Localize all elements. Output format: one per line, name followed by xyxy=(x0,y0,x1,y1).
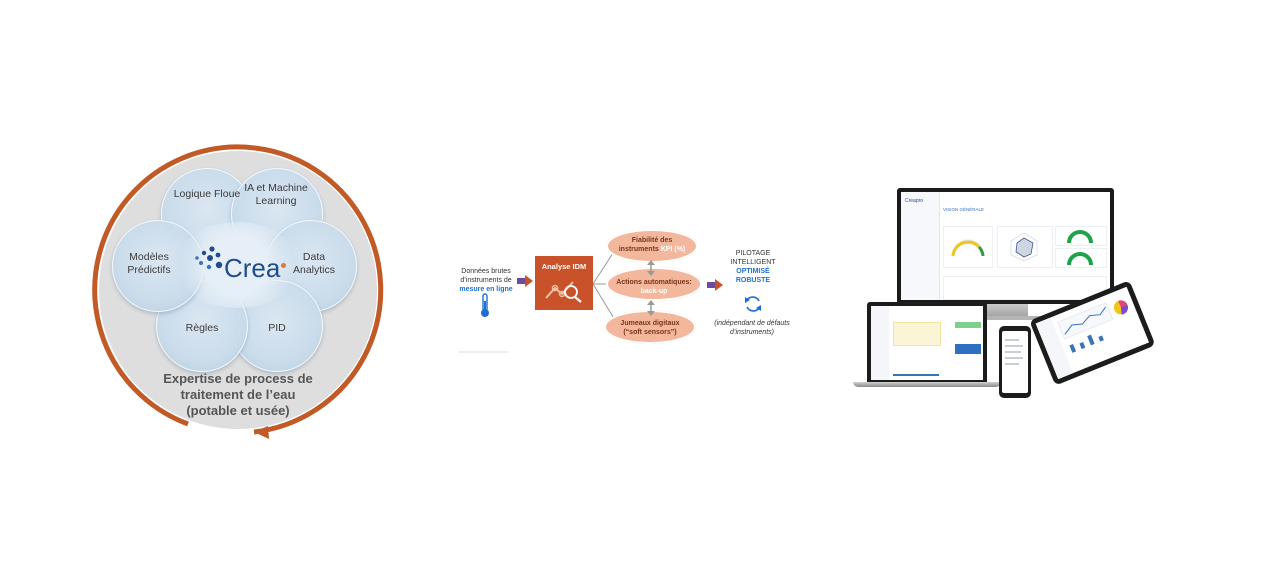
oval-jumeaux-text: Jumeaux digitaux (“soft sensors”) xyxy=(604,319,696,337)
note-line-1: (indépendant de défauts xyxy=(714,320,790,327)
note-line-2: d’instruments) xyxy=(730,329,774,336)
monitor-card xyxy=(997,226,1053,268)
monitor-screen: Creapro VISION GÉNÉRALE xyxy=(901,192,1110,300)
oval-actions-text: Actions automatiques: back-up xyxy=(608,278,700,296)
petal-label: Data Analytics xyxy=(292,251,335,276)
input-text: Données brutes d’instruments de mesure e… xyxy=(455,267,517,294)
analyse-idm-title: Analyse IDM xyxy=(541,262,587,271)
phone-line xyxy=(1005,345,1023,347)
oval3-line-2: (“soft sensors”) xyxy=(623,329,677,336)
analytics-chart-icon xyxy=(545,281,582,303)
oval2-line-1: Actions automatiques: xyxy=(616,279,692,286)
petal-label: Modèles Prédictifs xyxy=(127,251,171,276)
monitor-bottom-card xyxy=(943,276,1107,300)
input-line-3: mesure en ligne xyxy=(459,286,513,293)
gauge-chart xyxy=(951,239,985,257)
phone-line xyxy=(1005,339,1019,341)
laptop-line xyxy=(893,362,939,376)
petal-label: IA et Machine Learning xyxy=(244,182,308,207)
phone-screen xyxy=(1002,331,1028,393)
arrow-right-icon xyxy=(707,279,723,291)
ring-arc xyxy=(92,144,384,435)
monitor-card xyxy=(1055,226,1107,246)
crea-logo-dot xyxy=(281,263,286,268)
oval-actions xyxy=(606,267,702,301)
thermometer-icon xyxy=(481,293,489,317)
monitor-card xyxy=(1055,248,1107,268)
oval1-line-2b: KPI (%) xyxy=(660,246,686,253)
caption-line-3: (potable et usée) xyxy=(186,403,290,418)
phone-line xyxy=(1005,351,1021,353)
petal-center xyxy=(174,222,300,308)
crea-logo-text: Crea xyxy=(224,253,281,283)
refresh-cycle-icon xyxy=(745,296,761,312)
oval-fiabilite-text: Fiabilité des instruments KPI (%) xyxy=(606,236,698,254)
note-text: (indépendant de défauts d’instruments) xyxy=(712,319,792,337)
oval1-line-1: Fiabilité des xyxy=(631,237,673,244)
laptop-base xyxy=(853,382,1001,387)
laptop-green-bar xyxy=(955,322,981,328)
output-line-1: PILOTAGE xyxy=(735,250,771,257)
petal-label: PID xyxy=(268,322,286,334)
monitor-title: VISION GÉNÉRALE xyxy=(943,207,985,212)
ring-arrowhead xyxy=(254,426,269,439)
monitor-stand xyxy=(982,304,1028,318)
oval1-line-2a: instruments xyxy=(618,246,661,253)
faint-line xyxy=(458,351,508,353)
crea-expertise-diagram: Logique Floue IA et Machine Learning Dat… xyxy=(88,140,388,440)
petal-label: Règles xyxy=(185,322,219,334)
arrow-right-icon xyxy=(517,275,533,287)
output-text: PILOTAGE INTELLIGENT OPTIMISÉ ROBUSTE xyxy=(722,249,784,285)
input-line-2: d’instruments de xyxy=(460,277,512,284)
crea-logo-dots-icon xyxy=(195,246,223,270)
monitor-base xyxy=(966,316,1044,320)
phone-line xyxy=(1005,357,1023,359)
caption-line-1: Expertise de process de xyxy=(163,371,313,386)
output-line-2: INTELLIGENT xyxy=(730,259,776,266)
gauge-green-1 xyxy=(1067,230,1093,244)
phone-line xyxy=(1005,363,1019,365)
double-arrows xyxy=(647,260,655,316)
radar-chart xyxy=(1010,232,1038,262)
laptop-screen xyxy=(871,306,983,380)
oval-jumeaux xyxy=(604,310,696,344)
input-line-1: Données brutes xyxy=(461,268,511,275)
output-line-3: OPTIMISÉ xyxy=(736,268,770,275)
output-line-4: ROBUSTE xyxy=(735,277,771,284)
caption-line-2: traitement de l’eau xyxy=(180,387,296,402)
tablet xyxy=(1031,282,1154,384)
laptop-sidebar xyxy=(871,306,889,380)
petal-label: Logique Floue xyxy=(173,188,241,200)
monitor-card xyxy=(943,226,993,268)
oval-fiabilite xyxy=(606,229,698,263)
laptop-chart xyxy=(893,322,941,346)
monitor-brand: Creapro xyxy=(905,198,924,204)
gauge-green-2 xyxy=(1067,252,1093,266)
oval3-line-1: Jumeaux digitaux xyxy=(620,320,680,327)
oval2-line-2: back-up xyxy=(640,288,668,295)
analyse-idm-box xyxy=(535,256,593,310)
monitor-sidebar xyxy=(901,192,940,300)
laptop-blue-block xyxy=(955,344,981,354)
